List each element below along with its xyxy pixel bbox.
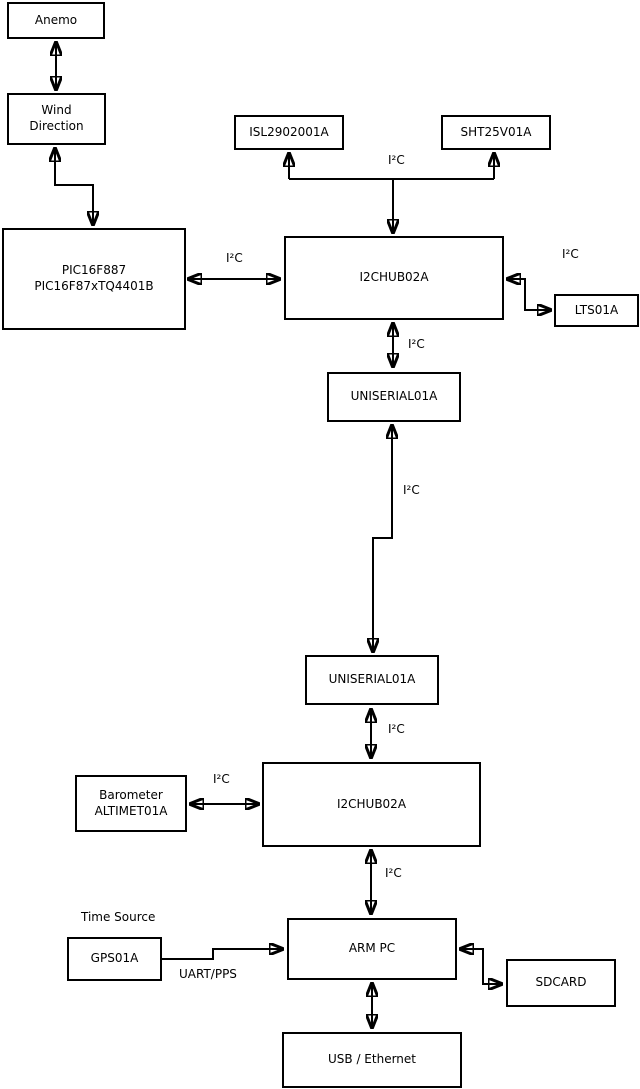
node-pic: PIC16F887 PIC16F87xTQ4401B bbox=[2, 228, 186, 330]
label-i2c-uniserial-link: I²C bbox=[403, 483, 420, 497]
node-i2chub-bottom: I2CHUB02A bbox=[262, 762, 481, 847]
node-sdcard-label: SDCARD bbox=[535, 975, 587, 990]
node-uniserial-top: UNISERIAL01A bbox=[327, 372, 461, 422]
node-uniserial-top-label: UNISERIAL01A bbox=[350, 389, 438, 404]
edge-wind-pic bbox=[55, 147, 93, 226]
label-time-source: Time Source bbox=[81, 910, 156, 924]
node-wind-direction: Wind Direction bbox=[7, 93, 106, 145]
edge-gps-armpc bbox=[162, 949, 284, 960]
node-lts01a: LTS01A bbox=[554, 294, 639, 327]
node-isl2902001a: ISL2902001A bbox=[234, 115, 344, 150]
node-sdcard: SDCARD bbox=[506, 959, 616, 1007]
label-i2c-uniserial-hub2: I²C bbox=[388, 722, 405, 736]
node-gps01a: GPS01A bbox=[67, 937, 162, 981]
node-barometer-line2: ALTIMET01A bbox=[94, 803, 168, 818]
label-i2c-bus-top: I²C bbox=[388, 153, 405, 167]
node-i2chub-bottom-label: I2CHUB02A bbox=[336, 796, 407, 811]
edge-hub1-lts bbox=[506, 279, 552, 310]
node-gps01a-label: GPS01A bbox=[90, 951, 139, 966]
label-i2c-pic-hub1: I²C bbox=[226, 251, 243, 265]
node-barometer: Barometer ALTIMET01A bbox=[75, 775, 187, 832]
node-pic-line1: PIC16F887 bbox=[61, 263, 127, 278]
node-wind-direction-line1: Wind bbox=[41, 103, 72, 118]
node-isl2902001a-label: ISL2902001A bbox=[249, 124, 329, 139]
label-i2c-barometer-hub2: I²C bbox=[213, 772, 230, 786]
label-i2c-hub1-lts: I²C bbox=[562, 247, 579, 261]
node-arm-pc-label: ARM PC bbox=[348, 941, 396, 956]
node-sht25v01a: SHT25V01A bbox=[441, 115, 551, 150]
node-usb-ethernet-label: USB / Ethernet bbox=[328, 1052, 416, 1067]
node-uniserial-bottom-label: UNISERIAL01A bbox=[328, 672, 416, 687]
node-lts01a-label: LTS01A bbox=[574, 302, 619, 317]
node-sht25v01a-label: SHT25V01A bbox=[460, 124, 532, 139]
label-uart-pps: UART/PPS bbox=[179, 967, 237, 981]
label-i2c-hub2-armpc: I²C bbox=[385, 866, 402, 880]
edge-uniserial-top-uniserial-bottom bbox=[373, 424, 392, 653]
node-anemo: Anemo bbox=[7, 2, 105, 39]
node-i2chub-top: I2CHUB02A bbox=[284, 236, 504, 320]
node-arm-pc: ARM PC bbox=[287, 918, 457, 980]
node-anemo-label: Anemo bbox=[34, 12, 78, 27]
node-uniserial-bottom: UNISERIAL01A bbox=[305, 655, 439, 705]
node-wind-direction-line2: Direction bbox=[29, 119, 84, 133]
label-i2c-hub1-uniserial: I²C bbox=[408, 337, 425, 351]
node-barometer-line1: Barometer bbox=[99, 787, 163, 802]
node-usb-ethernet: USB / Ethernet bbox=[282, 1032, 462, 1088]
node-i2chub-top-label: I2CHUB02A bbox=[359, 270, 429, 285]
edge-armpc-sdcard bbox=[459, 949, 503, 984]
node-pic-line2: PIC16F87xTQ4401B bbox=[34, 279, 154, 293]
